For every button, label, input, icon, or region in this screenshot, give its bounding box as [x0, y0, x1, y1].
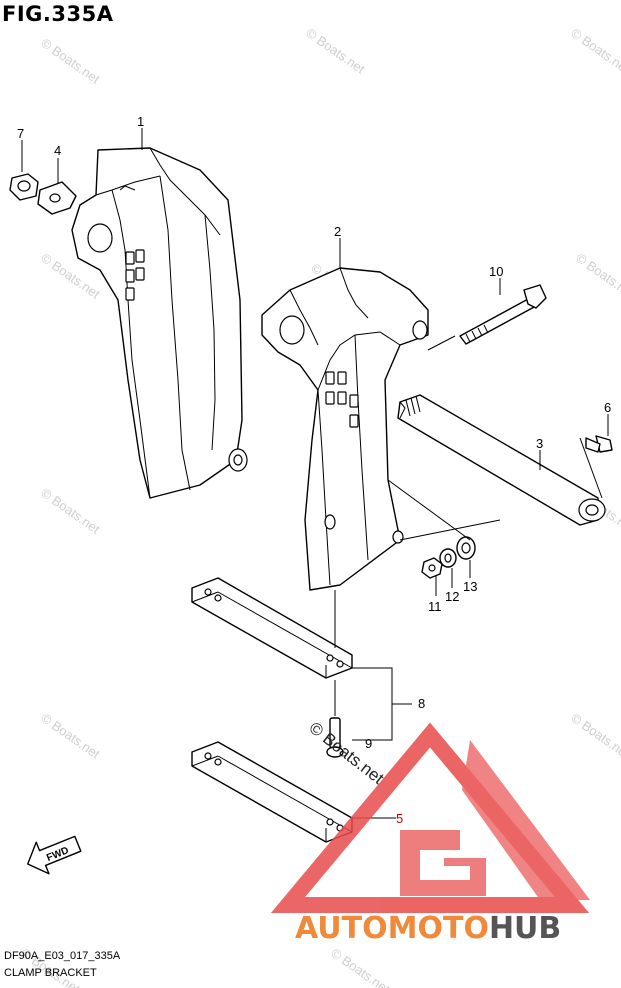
leader-lines	[21, 128, 609, 819]
callout-9: 9	[365, 736, 372, 751]
part-7-nut	[9, 173, 39, 201]
brand-hub: HUB	[489, 911, 561, 946]
part-3-tilt-tube	[397, 394, 606, 526]
callout-13: 13	[463, 579, 477, 594]
callout-5: 5	[396, 811, 403, 826]
automotohub-logo: AUTOMOTOHUB	[270, 722, 590, 946]
watermark-text: © Boats.net	[303, 25, 368, 77]
figure-title: FIG.335A	[2, 2, 114, 26]
watermark-text-strong: © Boats.net	[306, 718, 388, 788]
part-1-clamp-bracket-left	[71, 147, 248, 499]
part-13-washer	[456, 536, 476, 560]
fwd-arrow-icon: FWD	[27, 835, 82, 875]
callout-12: 12	[445, 589, 459, 604]
callout-labels: 1 2 3 4 5 6 7 8 9 10 11 12 13	[17, 114, 611, 826]
part-9-bolt	[326, 717, 344, 758]
callout-10: 10	[489, 264, 503, 279]
watermark-text: © Boats.net	[568, 25, 621, 77]
callout-1: 1	[137, 114, 144, 129]
diagram-caption: CLAMP BRACKET	[4, 967, 97, 979]
part-12-washer	[439, 548, 457, 568]
part-2-clamp-bracket-right	[261, 267, 429, 591]
part-10-bolt	[459, 284, 547, 345]
part-5-plate	[191, 741, 353, 843]
brand-moto: MOTO	[388, 911, 489, 946]
watermark-text: © Boats.net	[38, 710, 103, 762]
diagram-code: DF90A_E03_017_335A	[4, 950, 121, 962]
part-11-nut	[421, 557, 443, 579]
watermark-text: © Boats.net	[573, 250, 621, 302]
callout-3: 3	[536, 436, 543, 451]
callout-2: 2	[334, 224, 341, 239]
callout-7: 7	[17, 126, 24, 141]
callout-4: 4	[54, 143, 61, 158]
part-8-plate	[191, 577, 353, 679]
watermark-text: © Boats.net	[568, 710, 621, 762]
watermark-text: © Boats.net	[328, 945, 393, 988]
brand-auto: AUTO	[295, 911, 388, 946]
triangle-logo-icon	[270, 722, 590, 913]
part-4-plate	[37, 181, 77, 215]
svg-text:AUTOMOTOHUB: AUTOMOTOHUB	[295, 911, 561, 946]
callout-8: 8	[418, 696, 425, 711]
part-6-small-bolt	[585, 435, 613, 453]
callout-11: 11	[428, 599, 442, 614]
callout-6: 6	[604, 400, 611, 415]
watermark-text: © Boats.net	[38, 485, 103, 537]
watermark-text: © Boats.net	[38, 35, 103, 87]
